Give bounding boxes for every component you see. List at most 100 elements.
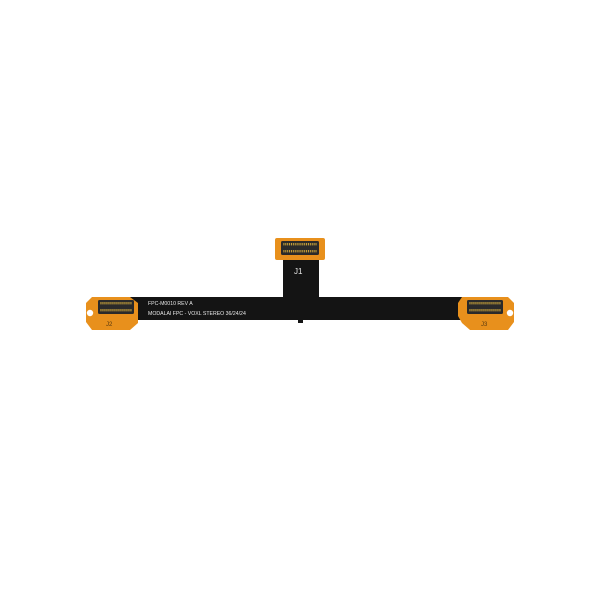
connector-pin	[485, 302, 487, 305]
connector-pin	[306, 243, 308, 246]
connector-pin	[302, 243, 304, 246]
connector-pin	[289, 250, 291, 253]
connector-j1-pins	[283, 243, 317, 253]
connector-pin	[130, 302, 132, 305]
connector-pin	[290, 243, 292, 246]
connector-pin	[475, 309, 477, 312]
connector-pin	[493, 302, 495, 305]
connector-pin	[471, 302, 473, 305]
connector-pin	[108, 302, 110, 305]
connector-pin	[100, 302, 102, 305]
stiffener-j3	[458, 297, 514, 330]
connector-pin	[311, 243, 313, 246]
connector-pin	[306, 250, 308, 253]
connector-pin	[294, 243, 296, 246]
connector-pin	[110, 302, 112, 305]
connector-pin	[473, 302, 475, 305]
connector-pin	[112, 302, 114, 305]
connector-pin	[120, 302, 122, 305]
connector-pin	[298, 250, 300, 253]
stiffener-j1	[275, 238, 325, 260]
connector-pin	[108, 309, 110, 312]
connector-pin	[294, 250, 296, 253]
connector-pin	[106, 309, 108, 312]
connector-pin	[313, 243, 315, 246]
connector-pin	[487, 309, 489, 312]
label-j3: J3	[481, 322, 488, 328]
connector-pin	[130, 309, 132, 312]
connector-pin	[487, 302, 489, 305]
connector-pin	[302, 250, 304, 253]
connector-pin	[128, 309, 130, 312]
connector-j1	[281, 241, 319, 255]
connector-pin	[126, 309, 128, 312]
connector-pin	[483, 309, 485, 312]
connector-pin	[489, 302, 491, 305]
stiffener-j2	[86, 297, 138, 330]
connector-pin	[296, 250, 298, 253]
connector-pin	[495, 302, 497, 305]
connector-pin	[114, 302, 116, 305]
connector-pin	[481, 302, 483, 305]
flex-stem	[283, 257, 319, 299]
connector-pin	[477, 302, 479, 305]
connector-pin	[102, 309, 104, 312]
connector-pin	[479, 309, 481, 312]
connector-pin	[309, 243, 311, 246]
connector-pin	[122, 309, 124, 312]
connector-pin	[485, 309, 487, 312]
connector-pin	[114, 309, 116, 312]
connector-j3-pins	[469, 302, 501, 312]
connector-pin	[104, 302, 106, 305]
connector-pin	[122, 302, 124, 305]
connector-pin	[128, 302, 130, 305]
connector-pin	[100, 309, 102, 312]
connector-pin	[313, 250, 315, 253]
connector-pin	[469, 309, 471, 312]
flex-notch	[298, 318, 303, 323]
connector-pin	[315, 250, 317, 253]
connector-pin	[104, 309, 106, 312]
connector-pin	[292, 250, 294, 253]
connector-pin	[473, 309, 475, 312]
connector-pin	[309, 250, 311, 253]
connector-pin	[124, 302, 126, 305]
connector-pin	[489, 309, 491, 312]
connector-pin	[493, 309, 495, 312]
connector-pin	[118, 309, 120, 312]
connector-pin	[283, 243, 285, 246]
connector-pin	[124, 309, 126, 312]
flex-body	[128, 257, 464, 323]
connector-pin	[290, 250, 292, 253]
connector-pin	[304, 250, 306, 253]
flex-strip	[128, 297, 464, 320]
connector-pin	[285, 250, 287, 253]
connector-pin	[495, 309, 497, 312]
connector-pin	[307, 250, 309, 253]
connector-pin	[307, 243, 309, 246]
connector-pin	[491, 302, 493, 305]
connector-pin	[481, 309, 483, 312]
connector-pin	[106, 302, 108, 305]
connector-pin	[298, 243, 300, 246]
connector-pin	[120, 309, 122, 312]
label-description: MODALAI FPC - VOXL STEREO 36/24/24	[148, 311, 246, 317]
connector-pin	[300, 250, 302, 253]
connector-pin	[126, 302, 128, 305]
connector-pin	[283, 250, 285, 253]
connector-pin	[292, 243, 294, 246]
label-part-number: FPC-M0010 REV A	[148, 301, 193, 307]
connector-pin	[304, 243, 306, 246]
connector-pin	[102, 302, 104, 305]
connector-pin	[499, 309, 501, 312]
connector-pin	[471, 309, 473, 312]
connector-pin	[469, 302, 471, 305]
mounting-hole-left	[86, 309, 94, 317]
connector-pin	[315, 243, 317, 246]
connector-pin	[296, 243, 298, 246]
connector-pin	[311, 250, 313, 253]
connector-pin	[116, 309, 118, 312]
connector-pin	[497, 309, 499, 312]
connector-pin	[300, 243, 302, 246]
label-j1: J1	[294, 267, 303, 276]
